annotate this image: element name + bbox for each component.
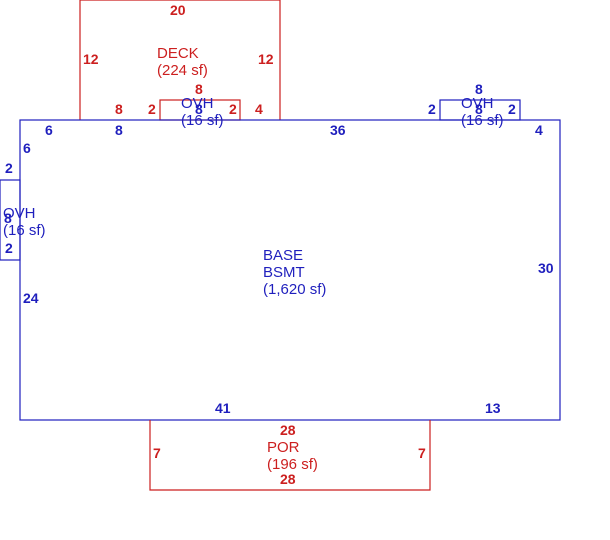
base-name: BASE <box>263 247 303 264</box>
porch-outline <box>149 420 431 491</box>
base-dim-top-4: 4 <box>535 122 543 138</box>
ovh-top-right-dim-top: 8 <box>475 81 483 97</box>
ovh-top-right-dim-right: 2 <box>508 101 516 117</box>
porch-dim-bottom: 28 <box>280 471 296 487</box>
deck-dim-inner-8: 8 <box>195 81 203 97</box>
porch-dim-top: 28 <box>280 422 296 438</box>
base-dim-top-6: 6 <box>45 122 53 138</box>
deck-dim-right: 12 <box>258 51 274 67</box>
deck-dim-top: 20 <box>170 2 186 18</box>
ovh-top-left-area: (16 sf) <box>181 112 224 129</box>
base-dim-right-30: 30 <box>538 260 554 276</box>
ovh-left-area: (16 sf) <box>3 222 46 239</box>
ovh-top-left-name: OVH <box>181 95 214 112</box>
base-dim-bottom-41: 41 <box>215 400 231 416</box>
ovh-left-dim-bottom: 2 <box>5 240 13 256</box>
porch-dim-left: 7 <box>153 445 161 461</box>
base-dim-left-24: 24 <box>23 290 39 306</box>
base-outline <box>19 119 561 421</box>
porch-area: (196 sf) <box>267 456 318 473</box>
ovh-left-name: OVH <box>3 205 36 222</box>
deck-dim-left: 12 <box>83 51 99 67</box>
deck-dim-bottom-4: 4 <box>255 101 263 117</box>
deck-name: DECK <box>157 45 199 62</box>
base-dim-left-6: 6 <box>23 140 31 156</box>
base-area: (1,620 sf) <box>263 281 326 298</box>
ovh-left-inner-8: 8 <box>4 210 12 226</box>
deck-dim-bottom-2: 2 <box>148 101 156 117</box>
base-dim-bottom-13: 13 <box>485 400 501 416</box>
ovh-top-right-inner-8: 8 <box>475 101 483 117</box>
deck-dim-bottom-8: 8 <box>115 101 123 117</box>
base-dim-top-8: 8 <box>115 122 123 138</box>
porch-name: POR <box>267 439 300 456</box>
ovh-left-dim-top: 2 <box>5 160 13 176</box>
base-dim-top-36: 36 <box>330 122 346 138</box>
porch-dim-right: 7 <box>418 445 426 461</box>
ovh-top-right-area: (16 sf) <box>461 112 504 129</box>
ovh-top-left-inner-8: 8 <box>195 101 203 117</box>
base-sub: BSMT <box>263 264 305 281</box>
ovh-top-right-dim-left: 2 <box>428 101 436 117</box>
deck-outline <box>79 0 281 120</box>
deck-area: (224 sf) <box>157 62 208 79</box>
deck-dim-bottom-2b: 2 <box>229 101 237 117</box>
ovh-top-right-name: OVH <box>461 95 494 112</box>
